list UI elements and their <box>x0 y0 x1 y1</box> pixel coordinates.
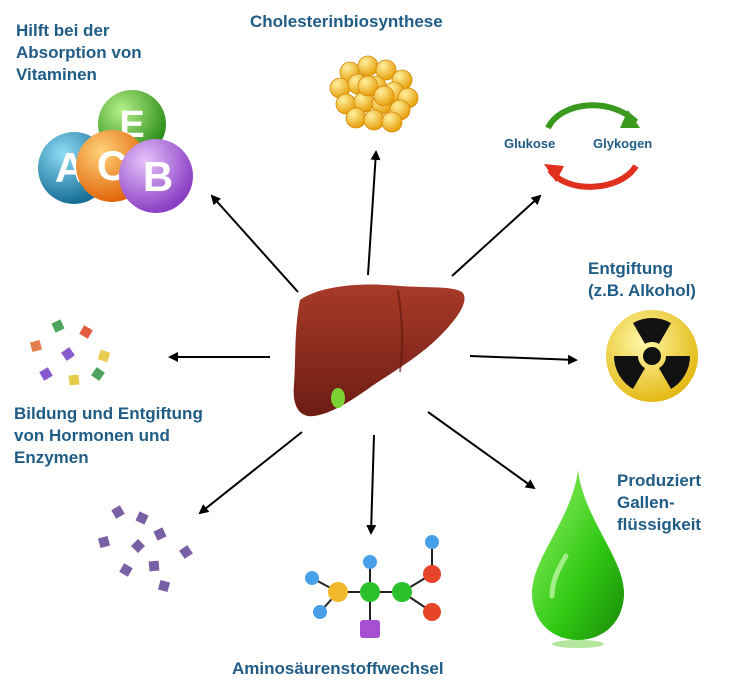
detox-label-line-2: (z.B. Alkohol) <box>588 281 696 300</box>
vitamin-b-letter: B <box>143 153 173 200</box>
vitamin-label-line-2: Absorption von <box>16 43 142 62</box>
hormone-crystals-icon <box>29 319 111 386</box>
glykogen-label: Glykogen <box>593 136 653 151</box>
vitamin-label-line-1: Hilft bei der <box>16 21 110 40</box>
arrows <box>168 150 578 535</box>
bile-label: Produziert Gallen- flüssigkeit <box>617 470 747 536</box>
hormones-label-line-1: Bildung und Entgiftung <box>14 404 203 423</box>
arrow-to-enzymes <box>198 431 303 515</box>
arrow-to-amino <box>366 434 377 535</box>
amino-acid-label: Aminosäurenstoffwechsel <box>232 659 444 678</box>
molecule-icon <box>305 535 441 638</box>
detox-label-line-1: Entgiftung <box>588 259 673 278</box>
vitamin-balls-icon: E A C B <box>38 90 193 213</box>
arrow-to-detox <box>469 354 578 365</box>
enzyme-crystals-icon <box>97 505 193 593</box>
liver-icon <box>293 284 465 417</box>
arrow-to-glucose-cycle <box>451 194 542 277</box>
cycle-arrows-icon <box>544 102 640 190</box>
fat-cluster-icon <box>329 55 419 133</box>
radiation-icon <box>606 310 698 402</box>
bile-drop-icon <box>531 470 625 648</box>
hormones-label: Bildung und Entgiftung von Hormonen und … <box>14 403 274 469</box>
arrow-to-cholesterol <box>367 150 381 276</box>
arrow-to-bile <box>427 411 536 490</box>
vitamin-label-line-3: Vitaminen <box>16 65 97 84</box>
arrow-to-vitamins <box>210 194 299 293</box>
glukose-label: Glukose <box>504 136 556 151</box>
hormones-label-line-3: Enzymen <box>14 448 89 467</box>
vitamin-absorption-label: Hilft bei der Absorption von Vitaminen <box>16 20 216 86</box>
bile-label-line-1: Produziert <box>617 471 702 490</box>
cholesterol-label: Cholesterinbiosynthese <box>250 12 443 31</box>
bile-label-line-2: Gallen- <box>617 493 675 512</box>
hormones-label-line-2: von Hormonen und <box>14 426 170 445</box>
bile-label-line-3: flüssigkeit <box>617 515 702 534</box>
detox-label: Entgiftung (z.B. Alkohol) <box>588 258 738 302</box>
gallbladder-icon <box>331 388 345 408</box>
